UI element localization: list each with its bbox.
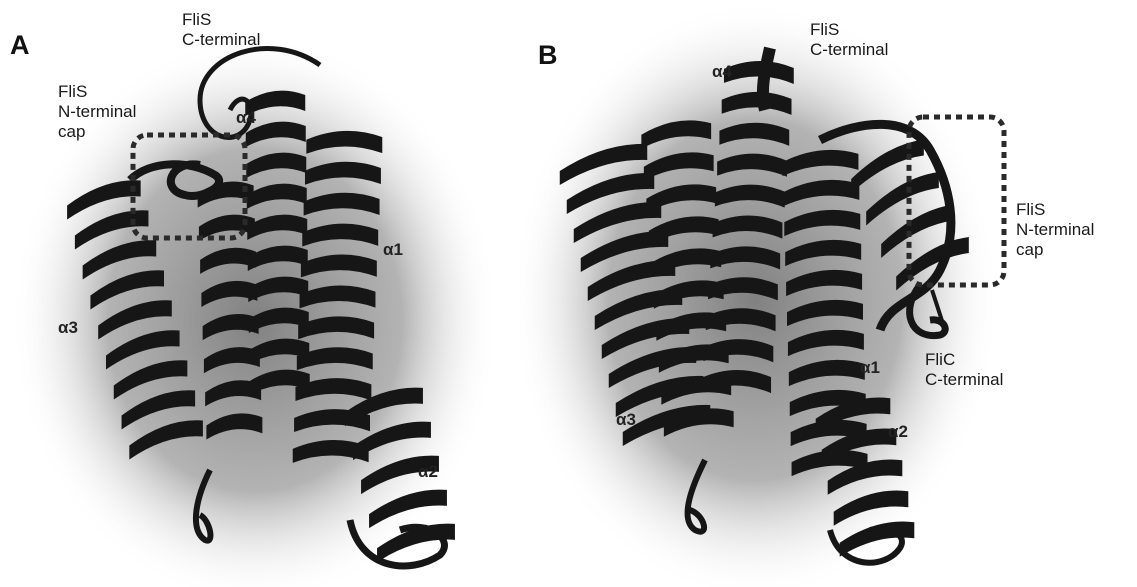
panel-a-letter: A bbox=[10, 30, 30, 61]
c-terminal-line1: FliS bbox=[182, 10, 260, 30]
alpha4-label-b: α4 bbox=[712, 62, 732, 82]
alpha1-label-b: α1 bbox=[860, 358, 880, 378]
alpha1-label-a: α1 bbox=[383, 240, 403, 260]
n-terminal-line2: N-terminal bbox=[58, 102, 136, 122]
panel-b-letter: B bbox=[538, 40, 558, 71]
fliS-n-terminal-label-a: FliS N-terminal cap bbox=[58, 82, 136, 142]
panel-a: A FliS C-terminal FliS N-terminal cap α4… bbox=[0, 0, 520, 587]
c-terminal-line2: C-terminal bbox=[182, 30, 260, 50]
fliS-c-terminal-label-a: FliS C-terminal bbox=[182, 10, 260, 50]
n-terminal-line3: cap bbox=[58, 122, 136, 142]
loop-c-terminal-b bbox=[763, 48, 770, 110]
alpha3-label-a: α3 bbox=[58, 318, 78, 338]
alpha4-label-a: α4 bbox=[236, 108, 256, 128]
panel-b: B FliS C-terminal FliS N-terminal cap Fl… bbox=[520, 0, 1137, 587]
n-terminal-line3-b: cap bbox=[1016, 240, 1094, 260]
n-terminal-line1: FliS bbox=[58, 82, 136, 102]
alpha2-label-b: α2 bbox=[888, 422, 908, 442]
n-terminal-line2-b: N-terminal bbox=[1016, 220, 1094, 240]
c-terminal-line1-b: FliS bbox=[810, 20, 888, 40]
alpha2-label-a: α2 bbox=[418, 462, 438, 482]
fliC-c-terminal-label-b: FliC C-terminal bbox=[925, 350, 1003, 390]
fliC-line2: C-terminal bbox=[925, 370, 1003, 390]
fliS-c-terminal-label-b: FliS C-terminal bbox=[810, 20, 888, 60]
c-terminal-line2-b: C-terminal bbox=[810, 40, 888, 60]
fliS-n-terminal-label-b: FliS N-terminal cap bbox=[1016, 200, 1094, 260]
fliC-line1: FliC bbox=[925, 350, 1003, 370]
n-terminal-line1-b: FliS bbox=[1016, 200, 1094, 220]
structure-b bbox=[520, 0, 1137, 587]
alpha3-label-b: α3 bbox=[616, 410, 636, 430]
